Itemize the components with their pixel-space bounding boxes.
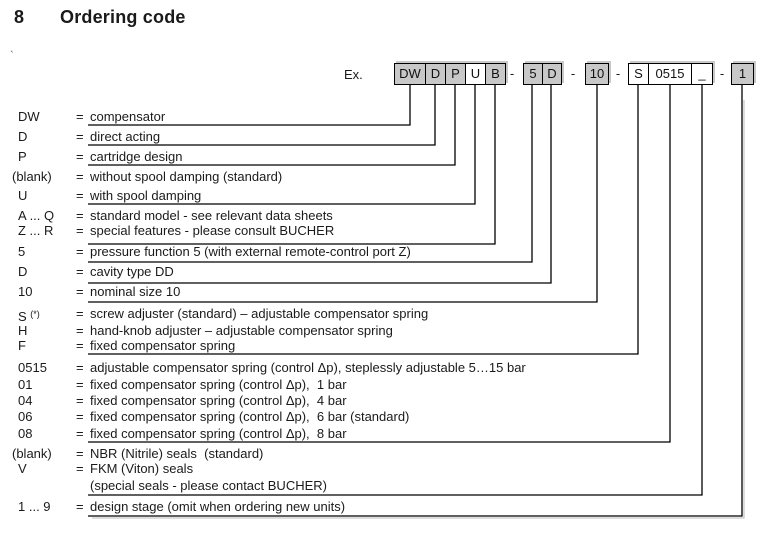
row-equals: =: [76, 409, 84, 424]
row-code: 08: [18, 426, 33, 441]
row-equals: =: [76, 461, 84, 476]
row-code-superscript: (*): [30, 309, 40, 319]
row-equals: =: [76, 169, 84, 184]
row-desc: direct acting: [90, 129, 161, 144]
row-equals: =: [76, 377, 84, 392]
row-desc: adjustable compensator spring (control Δ…: [90, 360, 526, 375]
row-desc: FKM (Viton) seals: [90, 461, 194, 476]
row-desc: screw adjuster (standard) – adjustable c…: [90, 306, 429, 321]
row-desc: fixed compensator spring (control Δp), 6…: [90, 409, 410, 424]
code-box-10: 10: [585, 63, 609, 85]
row-code: D: [18, 129, 28, 144]
row-code: 01: [18, 377, 33, 392]
row-code: H: [18, 323, 28, 338]
row-desc: compensator: [90, 109, 166, 124]
row-code: (blank): [12, 169, 52, 184]
row-desc: fixed compensator spring: [90, 338, 236, 353]
row-equals: =: [76, 188, 84, 203]
row-code: A ... Q: [18, 208, 55, 223]
row-desc: (special seals - please contact BUCHER): [90, 478, 327, 493]
code-box-b: B: [485, 63, 506, 85]
separator-dash: -: [719, 66, 725, 81]
row-desc: fixed compensator spring (control Δp), 1…: [90, 377, 347, 392]
row-code: 5: [18, 244, 26, 259]
row-code: Z ... R: [18, 223, 54, 238]
row-code: 04: [18, 393, 33, 408]
separator-dash: -: [509, 66, 515, 81]
code-box-u: U: [465, 63, 486, 85]
row-desc: standard model - see relevant data sheet…: [90, 208, 333, 223]
row-desc: design stage (omit when ordering new uni…: [90, 499, 346, 514]
row-desc: special features - please consult BUCHER: [90, 223, 335, 238]
row-code: 06: [18, 409, 33, 424]
row-equals: =: [76, 360, 84, 375]
separator-dash: -: [615, 66, 621, 81]
row-code: 1 ... 9: [18, 499, 51, 514]
code-box-p: P: [445, 63, 466, 85]
page-title-text: Ordering code: [60, 7, 186, 27]
row-desc: with spool damping: [90, 188, 202, 203]
code-box-d2: D: [542, 63, 562, 85]
code-box-1: 1: [731, 63, 754, 85]
row-equals: =: [76, 446, 84, 461]
row-desc: NBR (Nitrile) seals (standard): [90, 446, 264, 461]
code-box-seal: _: [691, 63, 713, 85]
example-label: Ex.: [344, 67, 363, 82]
row-code: S (*): [18, 309, 40, 324]
row-code: (blank): [12, 446, 52, 461]
row-desc: pressure function 5 (with external remot…: [90, 244, 411, 259]
row-code: U: [18, 188, 28, 203]
row-code: V: [18, 461, 27, 476]
row-equals: =: [76, 208, 84, 223]
row-desc: hand-knob adjuster – adjustable compensa…: [90, 323, 393, 338]
row-equals: =: [76, 393, 84, 408]
stray-mark: `: [10, 50, 14, 62]
row-desc: without spool damping (standard): [90, 169, 283, 184]
row-code: P: [18, 149, 27, 164]
row-equals: =: [76, 244, 84, 259]
code-box-d1: D: [425, 63, 446, 85]
row-desc: fixed compensator spring (control Δp), 8…: [90, 426, 347, 441]
row-desc: cavity type DD: [90, 264, 174, 279]
row-equals: =: [76, 426, 84, 441]
row-equals: =: [76, 129, 84, 144]
row-equals: =: [76, 109, 84, 124]
row-code: 10: [18, 284, 33, 299]
code-box-dw: DW: [394, 63, 426, 85]
row-equals: =: [76, 323, 84, 338]
row-equals: =: [76, 284, 84, 299]
row-equals: =: [76, 149, 84, 164]
row-desc: nominal size 10: [90, 284, 181, 299]
row-equals: =: [76, 499, 84, 514]
row-code: 0515: [18, 360, 47, 375]
row-code: F: [18, 338, 26, 353]
code-box-s: S: [628, 63, 649, 85]
row-desc: cartridge design: [90, 149, 183, 164]
code-box-0515: 0515: [648, 63, 692, 85]
row-equals: =: [76, 338, 84, 353]
row-code: DW: [18, 109, 40, 124]
code-box-5: 5: [523, 63, 543, 85]
page-title: 8 Ordering code: [14, 7, 186, 28]
row-equals: =: [76, 223, 84, 238]
row-code: D: [18, 264, 28, 279]
row-equals: =: [76, 264, 84, 279]
separator-dash: -: [570, 66, 576, 81]
row-equals: =: [76, 306, 84, 321]
section-number: 8: [14, 7, 25, 27]
row-desc: fixed compensator spring (control Δp), 4…: [90, 393, 347, 408]
